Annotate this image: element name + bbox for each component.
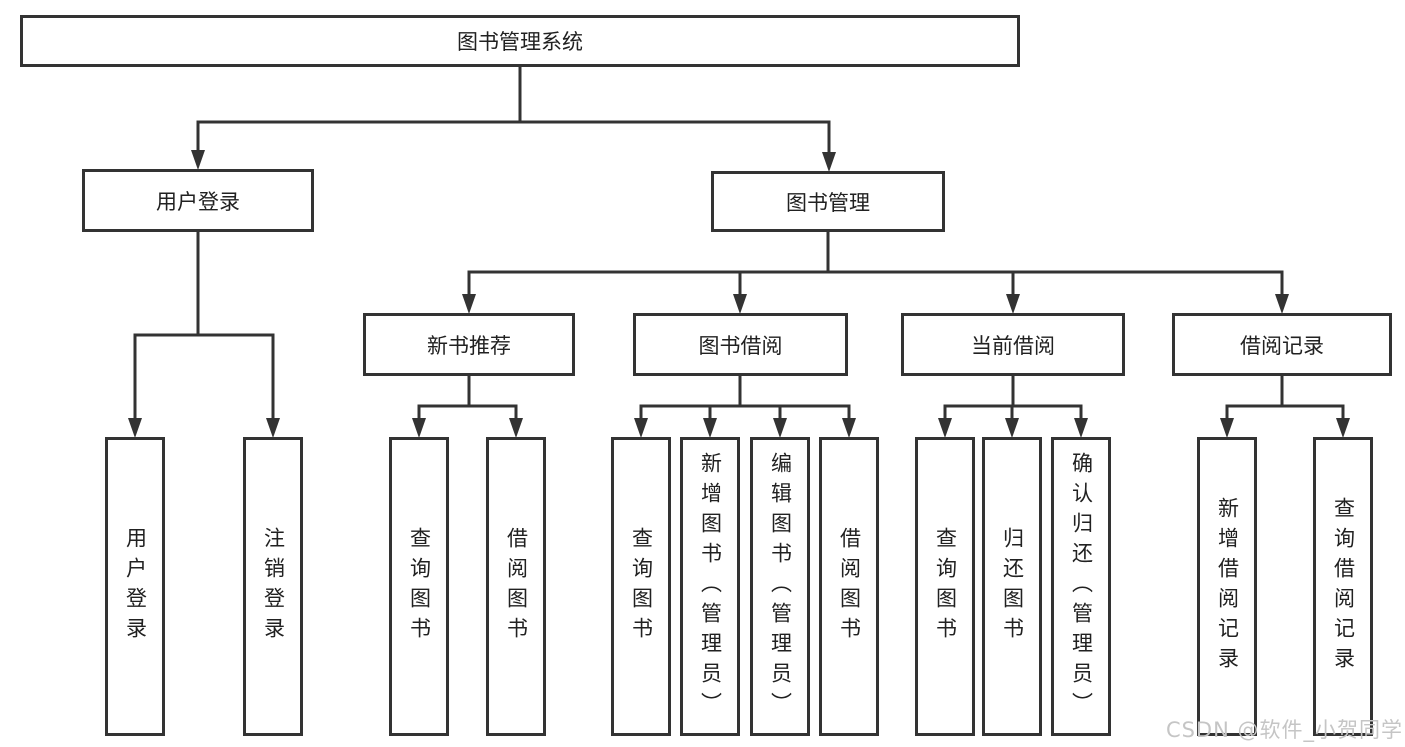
leaf-user-login: 用户登录	[105, 437, 165, 736]
node-new-book-recommend-label: 新书推荐	[427, 333, 511, 358]
leaf-current-query-books: 查询图书	[915, 437, 975, 736]
leaf-borrowing-borrow-books-label: 借阅图书	[837, 526, 862, 647]
leaf-current-query-books-label: 查询图书	[933, 526, 958, 647]
leaf-borrowing-query-books: 查询图书	[611, 437, 671, 736]
leaf-recommend-query-books: 查询图书	[389, 437, 449, 736]
node-book-borrowing-label: 图书借阅	[698, 333, 783, 358]
leaf-current-return-books-label: 归还图书	[1000, 526, 1025, 647]
leaf-records-add-record: 新增借阅记录	[1197, 437, 1257, 736]
node-current-borrowing-label: 当前借阅	[971, 333, 1055, 358]
node-book-management-label: 图书管理	[786, 190, 870, 215]
leaf-logout: 注销登录	[243, 437, 303, 736]
leaf-records-query-record: 查询借阅记录	[1313, 437, 1373, 736]
node-root-label: 图书管理系统	[457, 30, 583, 54]
leaf-logout-label: 注销登录	[261, 526, 286, 647]
leaf-borrowing-edit-books-admin: 编辑图书（管理员）	[750, 437, 810, 736]
node-borrowing-records-label: 借阅记录	[1240, 333, 1324, 358]
leaf-recommend-borrow-books-label: 借阅图书	[504, 526, 529, 647]
leaf-records-add-record-label: 新增借阅记录	[1215, 496, 1240, 677]
csdn-watermark: CSDN @软件_小贺同学	[1165, 718, 1403, 742]
leaf-borrowing-query-books-label: 查询图书	[629, 526, 654, 647]
leaf-current-confirm-return-admin-label: 确认归还（管理员）	[1069, 451, 1094, 722]
leaf-borrowing-add-books-admin-label: 新增图书（管理员）	[698, 451, 723, 722]
node-user-login: 用户登录	[82, 169, 314, 232]
node-borrowing-records: 借阅记录	[1172, 313, 1392, 376]
leaf-current-confirm-return-admin: 确认归还（管理员）	[1051, 437, 1111, 736]
node-book-borrowing: 图书借阅	[633, 313, 848, 376]
leaf-recommend-query-books-label: 查询图书	[407, 526, 432, 647]
leaf-borrowing-borrow-books: 借阅图书	[819, 437, 879, 736]
leaf-current-return-books: 归还图书	[982, 437, 1042, 736]
node-user-login-label: 用户登录	[156, 189, 240, 214]
leaf-user-login-label: 用户登录	[123, 526, 148, 647]
node-new-book-recommend: 新书推荐	[363, 313, 575, 376]
leaf-borrowing-add-books-admin: 新增图书（管理员）	[680, 437, 740, 736]
leaf-records-query-record-label: 查询借阅记录	[1331, 496, 1356, 677]
node-root: 图书管理系统	[20, 15, 1020, 67]
leaf-borrowing-edit-books-admin-label: 编辑图书（管理员）	[768, 451, 793, 722]
leaf-recommend-borrow-books: 借阅图书	[486, 437, 546, 736]
node-book-management: 图书管理	[711, 171, 945, 232]
node-current-borrowing: 当前借阅	[901, 313, 1125, 376]
